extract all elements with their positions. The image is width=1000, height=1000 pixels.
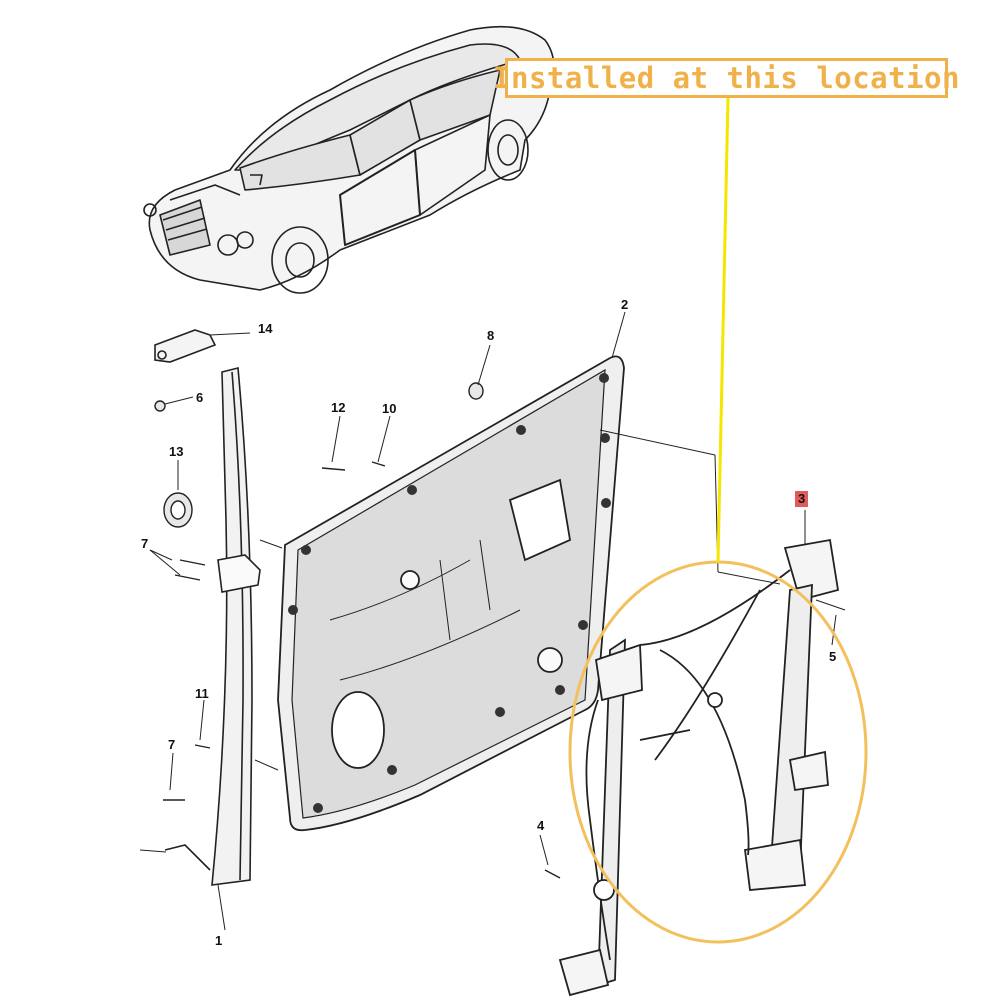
part-label-4: 4: [537, 818, 545, 833]
callout-connector-line: [716, 97, 730, 563]
fasteners: [154, 382, 561, 879]
door-inner-panel: [277, 355, 625, 832]
part-label-7b: 7: [168, 737, 176, 752]
part-label-14: 14: [258, 321, 273, 336]
part-label-5: 5: [829, 649, 837, 664]
part-label-1: 1: [215, 933, 223, 948]
leader-lines: [139, 311, 846, 931]
callout-text: Installed at this location: [493, 61, 960, 95]
window-regulator: [558, 538, 840, 997]
door-trim-strip: [154, 329, 261, 886]
part-label-2: 2: [621, 297, 629, 312]
car-illustration: [143, 25, 555, 294]
part-label-10: 10: [382, 401, 397, 416]
part-label-6: 6: [196, 390, 204, 405]
part-label-3-highlighted: 3: [795, 491, 809, 507]
callout-box: Installed at this location: [493, 58, 959, 98]
part-label-11: 11: [195, 686, 209, 701]
part-label-13: 13: [169, 444, 184, 459]
part-label-8: 8: [487, 328, 495, 343]
part-label-7a: 7: [141, 536, 149, 551]
part-label-12: 12: [331, 400, 346, 415]
